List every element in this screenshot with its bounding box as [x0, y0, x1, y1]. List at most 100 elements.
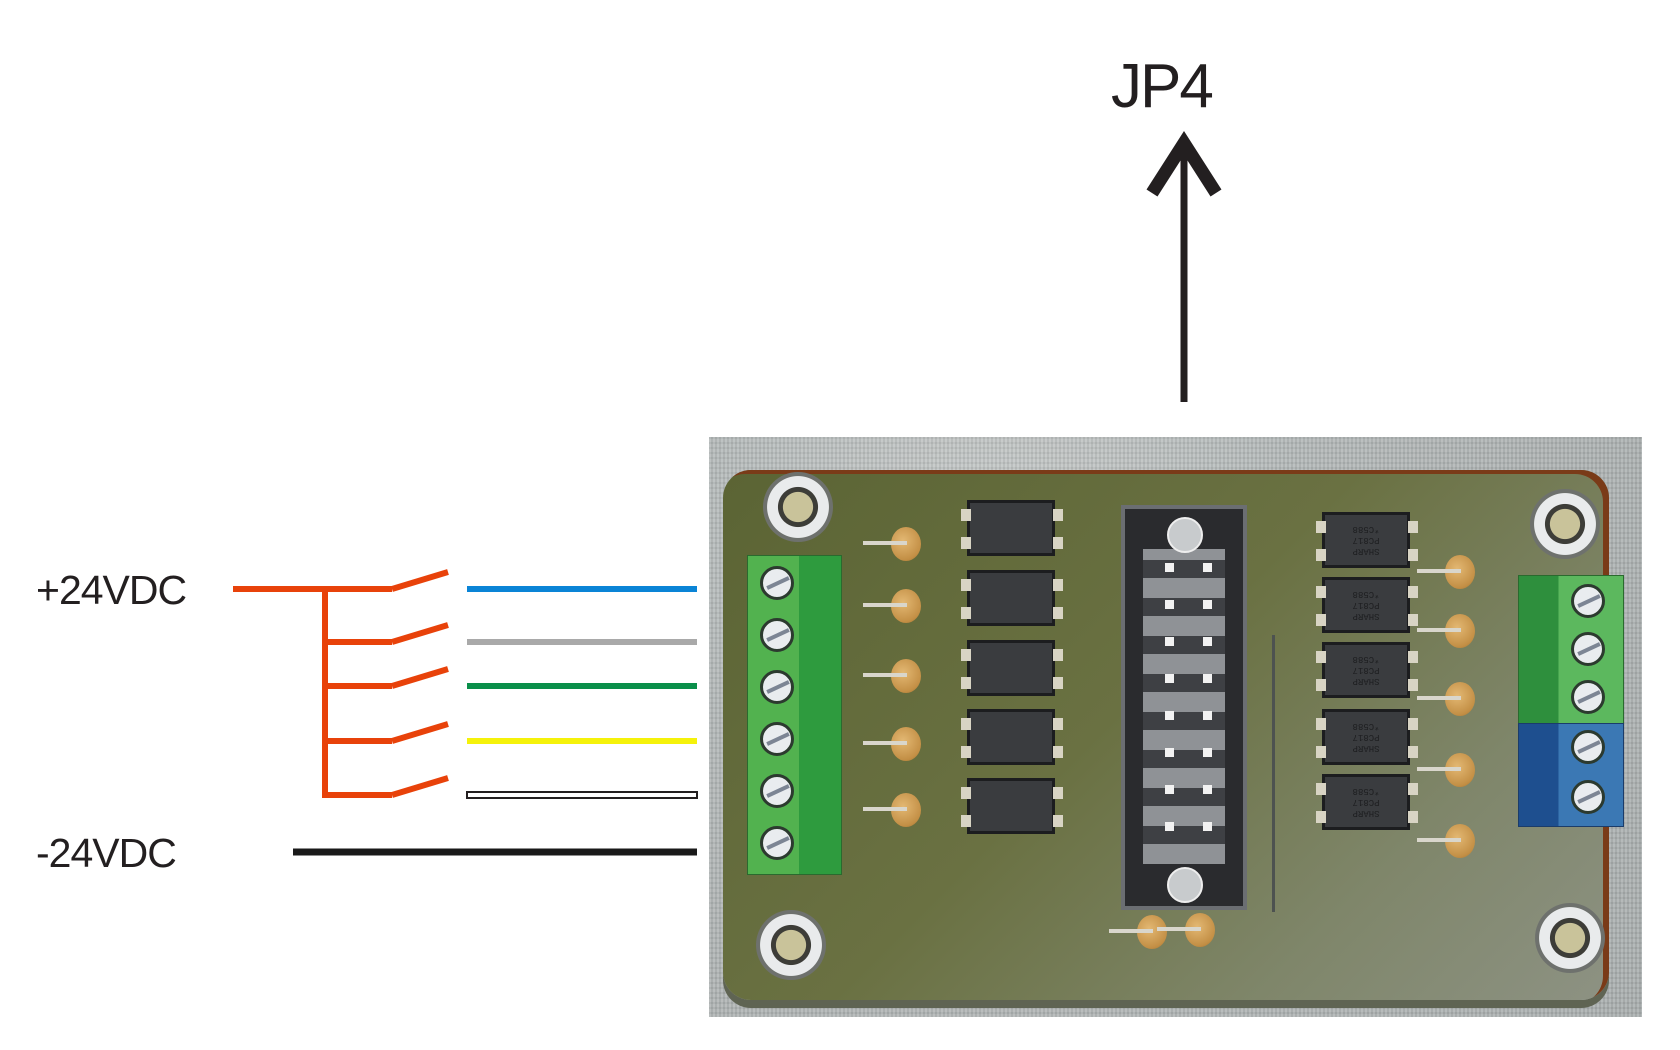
chip-pin [1053, 579, 1063, 591]
chip-pin [961, 537, 971, 549]
chip-pin [1408, 718, 1418, 730]
chip-pin [961, 815, 971, 827]
resistor [863, 659, 921, 693]
chip-pin [1408, 679, 1418, 691]
positive-supply-label: +24VDC [36, 567, 187, 613]
mounting-hole-bottom-right [1535, 903, 1605, 973]
terminal-screw [1571, 780, 1605, 814]
optocoupler-chip [961, 640, 1063, 696]
resistor [863, 727, 921, 761]
chip-pin [961, 787, 971, 799]
right-terminal-block-blue [1518, 723, 1624, 827]
chip-pin [1316, 746, 1326, 758]
header-pin [1165, 711, 1174, 720]
resistor [863, 527, 921, 561]
resistor [863, 589, 921, 623]
chip-pin [1053, 607, 1063, 619]
terminal-screw [760, 722, 794, 756]
resistor [1157, 913, 1215, 947]
header-pin [1203, 637, 1212, 646]
mounting-hole-top-left [763, 472, 833, 542]
optocoupler-chip [961, 570, 1063, 626]
optocoupler-chip [961, 500, 1063, 556]
switch-contact-open [391, 721, 449, 744]
resistor [863, 793, 921, 827]
chip-pin [1316, 521, 1326, 533]
left-terminal-block [747, 555, 842, 875]
terminal-screw [1571, 584, 1605, 618]
chip-pin [1316, 549, 1326, 561]
wire-jumper [1272, 635, 1275, 912]
chip-pin [1053, 677, 1063, 689]
chip-pin [1408, 811, 1418, 823]
resistor [1417, 824, 1475, 858]
resistor [1417, 682, 1475, 716]
chip-pin [1053, 537, 1063, 549]
chip-pin [961, 649, 971, 661]
optocoupler-chip [961, 709, 1063, 765]
optocoupler-chip: SHARP PC817 *C588 [1316, 774, 1418, 830]
resistor [1417, 614, 1475, 648]
resistor [1109, 915, 1167, 949]
chip-pin [1053, 649, 1063, 661]
terminal-screw [760, 566, 794, 600]
header-pin [1203, 563, 1212, 572]
chip-pin [961, 509, 971, 521]
chip-pin [961, 746, 971, 758]
header-pin [1165, 600, 1174, 609]
jp4-box-header [1121, 505, 1247, 910]
header-pin [1203, 748, 1212, 757]
header-key-bottom [1167, 867, 1203, 903]
chip-pin [1053, 509, 1063, 521]
terminal-screw [1571, 680, 1605, 714]
chip-pin [1316, 811, 1326, 823]
chip-pin [1316, 783, 1326, 795]
positive-supply-bus [233, 569, 449, 798]
optocoupler-chip: SHARP PC817 *C588 [1316, 512, 1418, 568]
terminal-screw [760, 774, 794, 808]
header-pin [1203, 674, 1212, 683]
header-pin [1203, 711, 1212, 720]
chip-pin [1053, 746, 1063, 758]
terminal-screw [1571, 730, 1605, 764]
chip-pin [961, 607, 971, 619]
chip-pin [1053, 718, 1063, 730]
terminal-screw [760, 618, 794, 652]
header-key-top [1167, 517, 1203, 553]
optocoupler-chip: SHARP PC817 *C588 [1316, 642, 1418, 698]
mounting-hole-bottom-left [756, 910, 826, 980]
right-terminal-block-green [1518, 575, 1624, 725]
chip-pin [1316, 651, 1326, 663]
chip-pin [1316, 718, 1326, 730]
arrow-head [1146, 130, 1222, 197]
chip-pin [1053, 787, 1063, 799]
header-pin [1165, 637, 1174, 646]
chip-pin [1316, 586, 1326, 598]
wire-input-5 [466, 791, 698, 799]
header-pin [1203, 600, 1212, 609]
header-pin [1165, 674, 1174, 683]
chip-pin [1316, 679, 1326, 691]
connector-label-jp4: JP4 [1111, 52, 1214, 121]
chip-pin [961, 718, 971, 730]
chip-pin [1408, 651, 1418, 663]
resistor [1417, 555, 1475, 589]
chip-pin [1408, 783, 1418, 795]
chip-pin [1053, 815, 1063, 827]
chip-pin [1316, 614, 1326, 626]
terminal-screw [760, 826, 794, 860]
switch-contact-open [391, 666, 449, 689]
terminal-screw [760, 670, 794, 704]
header-pin [1165, 785, 1174, 794]
terminal-screw [1571, 632, 1605, 666]
arrow-up-icon [1146, 130, 1222, 402]
chip-pin [1408, 746, 1418, 758]
switch-contact-open [391, 569, 449, 592]
header-pin [1203, 785, 1212, 794]
chip-pin [1408, 614, 1418, 626]
optocoupler-chip [961, 778, 1063, 834]
header-pin [1203, 822, 1212, 831]
optocoupler-chip: SHARP PC817 *C588 [1316, 577, 1418, 633]
